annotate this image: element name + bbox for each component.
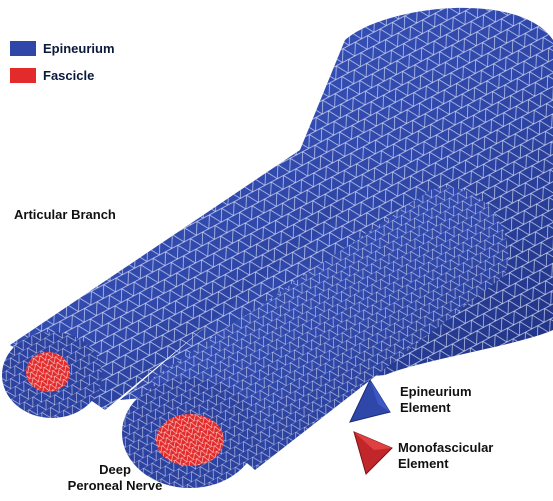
monofascicular-element-line2: Element — [398, 456, 493, 472]
legend-item-fascicle: Fascicle — [10, 65, 115, 86]
deep-peroneal-line1: Deep — [50, 462, 180, 478]
deep-peroneal-line2: Peroneal Nerve — [50, 478, 180, 494]
monofascicular-element-label: Monofascicular Element — [398, 440, 493, 472]
epineurium-swatch — [10, 41, 36, 56]
legend-item-epineurium: Epineurium — [10, 38, 115, 59]
epineurium-element-label: Epineurium Element — [400, 384, 472, 416]
monofascicular-element-line1: Monofascicular — [398, 440, 493, 456]
legend-label: Epineurium — [43, 41, 115, 56]
monofascicular-element-icon — [354, 432, 392, 474]
epineurium-element-line2: Element — [400, 400, 472, 416]
legend-label: Fascicle — [43, 68, 94, 83]
articular-branch-label: Articular Branch — [14, 207, 116, 223]
deep-peroneal-nerve-label: Deep Peroneal Nerve — [50, 462, 180, 494]
fascicle-swatch — [10, 68, 36, 83]
legend: Epineurium Fascicle — [10, 38, 115, 92]
epineurium-element-line1: Epineurium — [400, 384, 472, 400]
